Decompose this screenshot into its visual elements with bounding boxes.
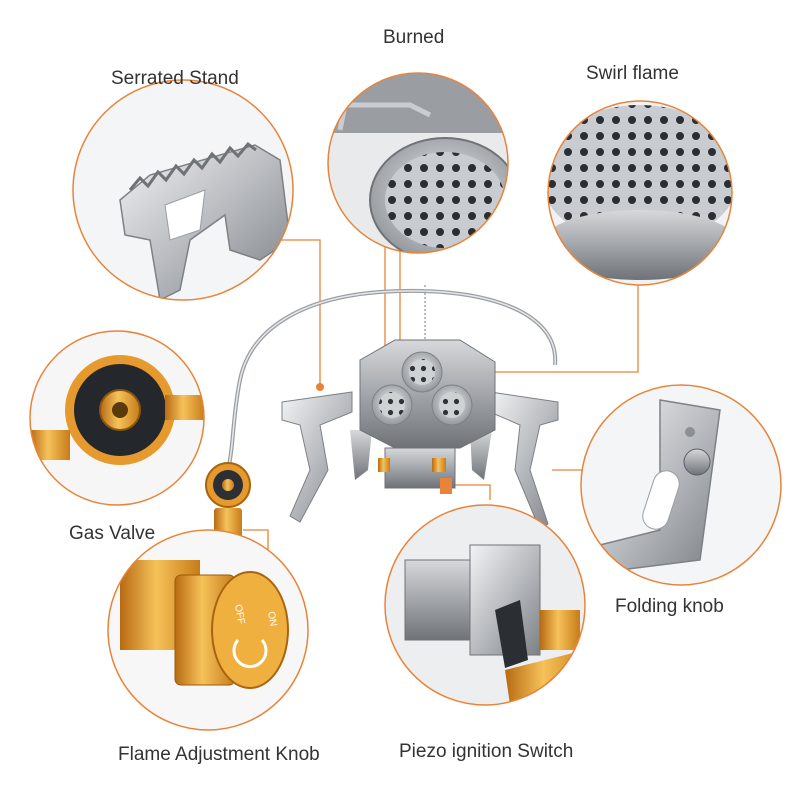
stove-main [205,285,559,560]
label-folding-knob: Folding knob [615,596,724,617]
detail-swirl-flame [547,100,733,286]
callout-lines [243,232,639,552]
knob-on-marking: ON [265,611,278,628]
label-gas-valve: Gas Valve [69,523,156,544]
label-piezo-ignition-switch: Piezo ignition Switch [399,741,574,762]
label-swirl-flame: Swirl flame [586,63,679,84]
knob-off-marking: OFF [232,604,246,626]
detail-serrated-stand [72,79,294,301]
label-burned: Burned [383,27,445,48]
label-serrated-stand: Serrated Stand [111,68,239,89]
detail-gas-valve [29,330,205,506]
detail-piezo-ignition-switch [384,504,586,706]
detail-folding-knob [580,384,782,586]
label-flame-adjustment-knob: Flame Adjustment Knob [118,744,320,765]
detail-burned [327,72,509,254]
detail-flame-adjustment-knob: OFF ON [107,529,309,731]
